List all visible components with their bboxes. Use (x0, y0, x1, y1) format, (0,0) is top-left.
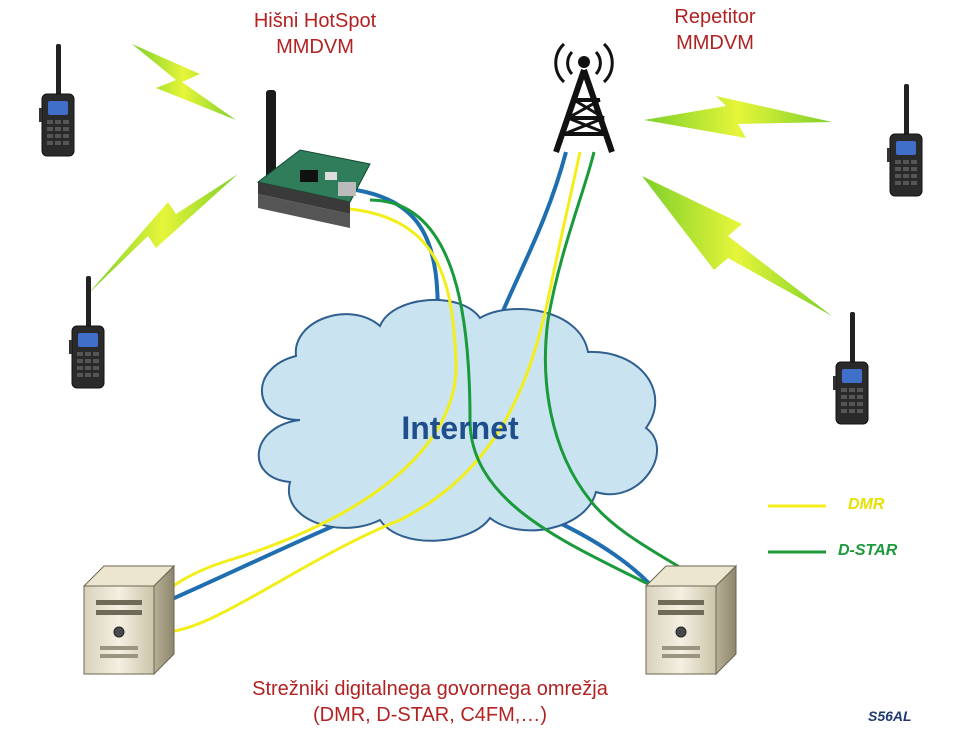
handheld-radio-icon (832, 311, 869, 425)
internet-label: Internet (401, 410, 519, 446)
lightning-signal-icon (644, 96, 832, 138)
hotspot-board-icon (256, 90, 371, 228)
antenna-tower-icon (553, 42, 615, 153)
legend-dstar-label: D-STAR (838, 542, 898, 559)
handheld-radio-icon (886, 83, 923, 197)
handheld-radio-icon (68, 275, 105, 389)
lightning-signal-icon (88, 174, 238, 294)
hotspot-title-line2: MMDVM (276, 36, 354, 58)
cloud-icon (257, 298, 658, 542)
handheld-radio-icon (38, 43, 75, 157)
author-signature: S56AL (868, 708, 912, 724)
repeater-title-line1: Repetitor (674, 6, 756, 28)
lightning-signal-icon (132, 44, 236, 120)
repeater-title: Repetitor MMDVM (625, 4, 805, 56)
server-icon (83, 565, 175, 675)
repeater-title-line2: MMDVM (676, 32, 754, 54)
server-icon (645, 565, 737, 675)
servers-caption-line2: (DMR, D-STAR, C4FM,…) (312, 704, 548, 726)
hotspot-title: Hišni HotSpot MMDVM (215, 8, 415, 60)
servers-caption-line1: Strežniki digitalnega govornega omrežja (252, 678, 608, 700)
lightning-signal-icon (642, 176, 832, 316)
servers-caption: Strežniki digitalnega govornega omrežja … (150, 676, 710, 728)
hotspot-title-line1: Hišni HotSpot (253, 10, 377, 32)
legend-dmr-label: DMR (848, 496, 885, 513)
